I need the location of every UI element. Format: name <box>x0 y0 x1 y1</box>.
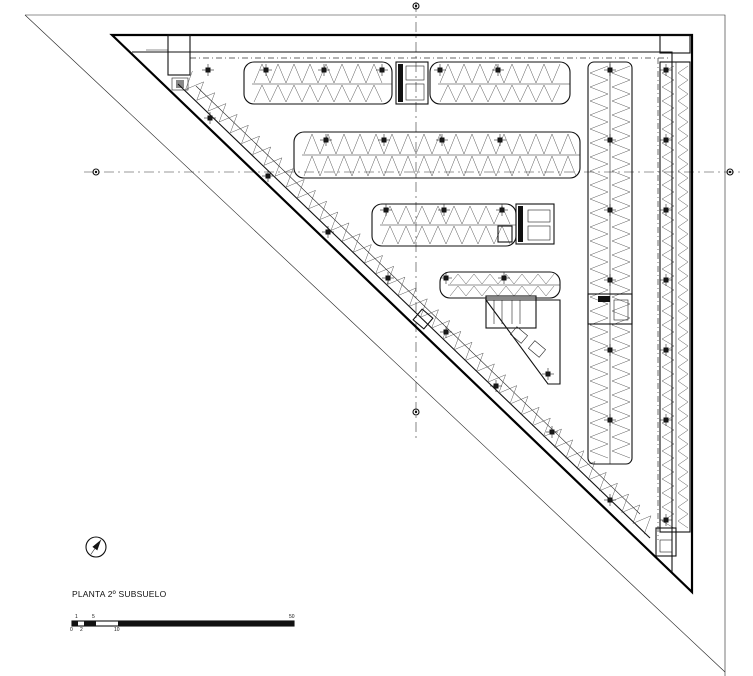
stall-island <box>484 299 561 385</box>
column-icon <box>660 204 672 216</box>
stall-islands <box>243 61 581 385</box>
column-icon <box>380 204 392 216</box>
column-icon <box>660 64 672 76</box>
diagonal-stall-edge <box>177 83 651 539</box>
diagonal-core <box>412 308 434 330</box>
column-icon <box>436 134 448 146</box>
site-boundary <box>25 14 726 676</box>
column-icon <box>604 494 616 506</box>
column-icon <box>202 64 214 76</box>
column-icon <box>660 514 672 526</box>
column-icon <box>320 134 332 146</box>
stall-island <box>429 61 571 105</box>
toilet-block <box>510 326 546 358</box>
scale-label-bottom: 10 <box>114 627 120 633</box>
column-icon <box>604 274 616 286</box>
drawing-title: PLANTA 2º SUBSUELO <box>72 589 167 599</box>
column-icon <box>260 64 272 76</box>
ramp-block <box>485 295 537 329</box>
column-icon <box>376 64 388 76</box>
columns <box>202 64 672 526</box>
column-icon <box>494 134 506 146</box>
stair-core <box>497 203 555 245</box>
stair-core <box>587 293 633 325</box>
stall-island <box>293 131 581 179</box>
scale-bar <box>71 620 295 627</box>
edge-stalls <box>659 61 691 533</box>
corner-tower <box>659 34 691 54</box>
column-icon <box>492 64 504 76</box>
column-icon <box>262 170 274 182</box>
axis-marker-icon <box>412 2 420 10</box>
column-icon <box>542 368 554 380</box>
column-icon <box>490 380 502 392</box>
column-icon <box>382 272 394 284</box>
column-icon <box>604 344 616 356</box>
scale-label-top: 1 <box>75 614 78 620</box>
axis-marker-icon <box>726 168 734 176</box>
column-icon <box>318 64 330 76</box>
scale-label-top: 50 <box>289 614 295 620</box>
column-icon <box>660 274 672 286</box>
stair-core <box>395 61 429 105</box>
diagonal-stalls <box>185 70 652 535</box>
column-icon <box>660 414 672 426</box>
column-icon <box>660 134 672 146</box>
entrance-shaft <box>146 34 191 91</box>
building-outline <box>109 33 694 595</box>
axis-marker-icon <box>412 408 420 416</box>
column-icon <box>604 414 616 426</box>
axis-marker-icon <box>92 168 100 176</box>
column-icon <box>604 204 616 216</box>
column-icon <box>496 204 508 216</box>
column-icon <box>440 272 452 284</box>
column-icon <box>322 226 334 238</box>
stall-island <box>243 61 393 105</box>
column-icon <box>498 272 510 284</box>
column-icon <box>604 134 616 146</box>
bottom-core <box>655 527 677 557</box>
site-boundary-diagonal <box>24 14 726 673</box>
scale-label-top: 5 <box>92 614 95 620</box>
stall-island <box>439 271 561 299</box>
column-icon <box>604 64 616 76</box>
column-icon <box>438 204 450 216</box>
column-icon <box>660 344 672 356</box>
vertical-stall-column <box>587 61 633 465</box>
scale-label-bottom: 0 <box>70 627 73 633</box>
column-icon <box>378 134 390 146</box>
scale-label-bottom: 2 <box>80 627 83 633</box>
column-icon <box>434 64 446 76</box>
inner-wall <box>132 51 673 572</box>
column-icon <box>204 112 216 124</box>
column-icon <box>440 326 452 338</box>
column-icon <box>546 426 558 438</box>
north-arrow-icon <box>85 536 107 558</box>
